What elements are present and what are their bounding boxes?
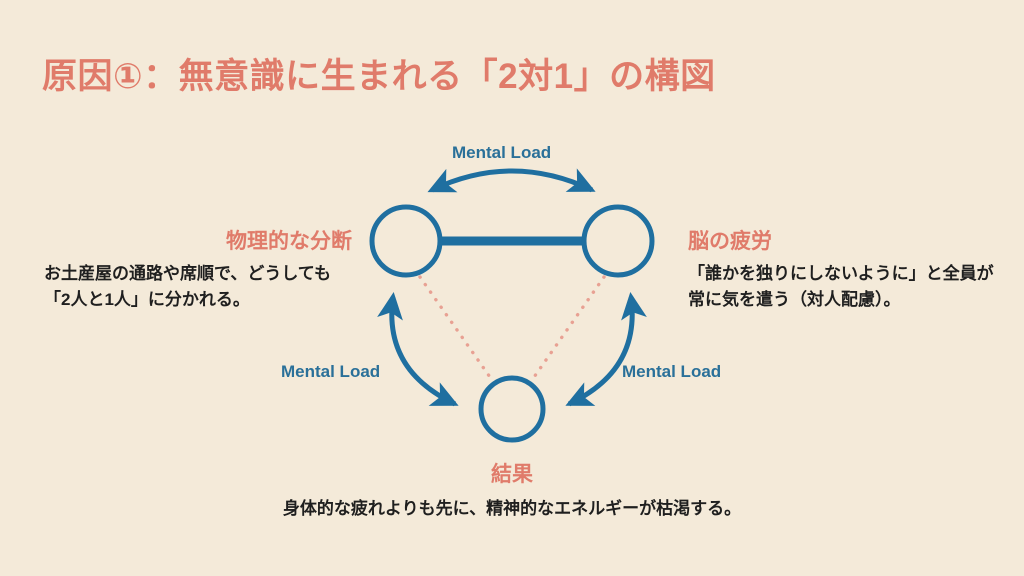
node-right-heading: 脳の疲労 <box>688 230 772 253</box>
node-circle-bottom <box>478 375 546 443</box>
node-circle-right <box>581 204 655 278</box>
node-bottom-heading: 結果 <box>491 463 533 486</box>
arrow-top-edge <box>427 168 596 193</box>
node-annotation-left: 物理的な分断 お土産屋の通路や席順で、どうしても「2人と1人」に分かれる。 <box>44 225 354 312</box>
dotted-guide-right <box>530 275 606 382</box>
arrow-right-edge <box>565 292 647 407</box>
node-right-body: 「誰かを独りにしないように」と全員が常に気を遣う（対人配慮）。 <box>688 264 994 309</box>
node-bottom-body: 身体的な疲れよりも先に、精神的なエネルギーが枯渇する。 <box>282 499 742 518</box>
node-annotation-right: 脳の疲労 「誰かを独りにしないように」と全員が常に気を遣う（対人配慮）。 <box>688 225 1000 312</box>
node-left-body: お土産屋の通路や席順で、どうしても「2人と1人」に分かれる。 <box>44 264 331 309</box>
node-left-heading: 物理的な分断 <box>226 230 352 253</box>
node-circle-left <box>369 204 443 278</box>
edge-label-right: Mental Load <box>622 362 722 381</box>
edge-label-left: Mental Load <box>281 362 381 381</box>
edge-label-top: Mental Load <box>452 143 552 162</box>
node-annotation-bottom: 結果 身体的な疲れよりも先に、精神的なエネルギーが枯渇する。 <box>212 458 812 522</box>
dotted-guide-left <box>418 275 494 382</box>
arrow-left-edge <box>377 292 459 407</box>
page-title: 原因①：無意識に生まれる「2対1」の構図 <box>42 57 716 96</box>
